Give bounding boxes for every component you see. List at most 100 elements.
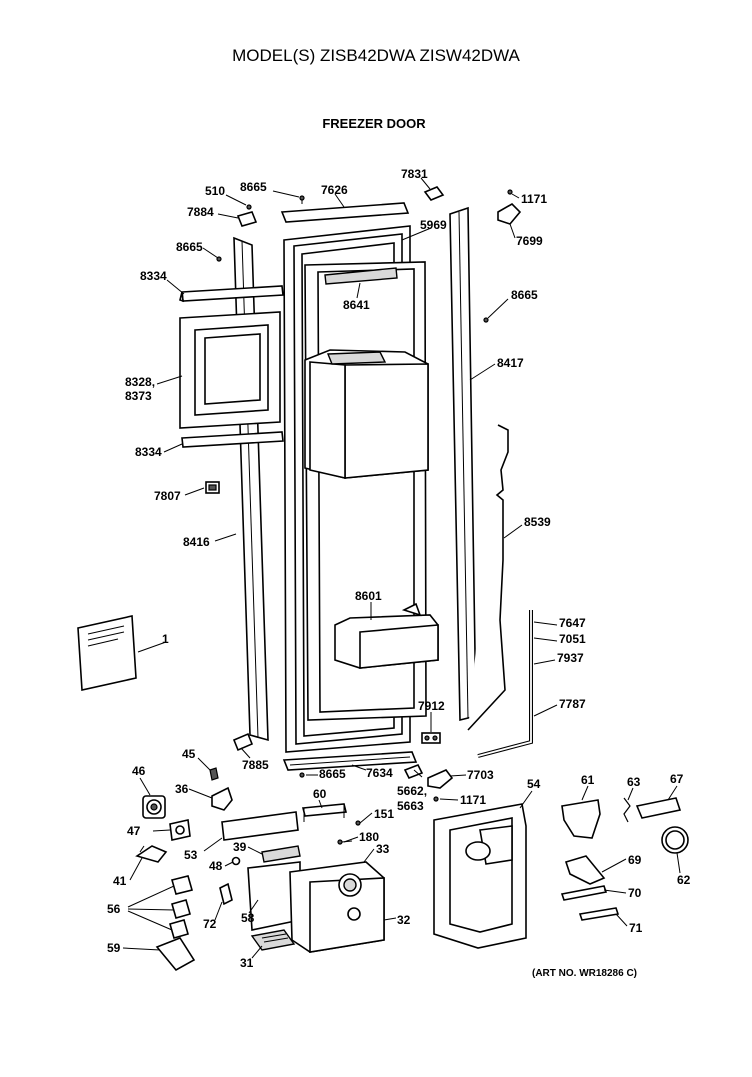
screw-180	[337, 839, 353, 845]
callout-7647: 7647	[559, 616, 586, 630]
section-title: FREEZER DOOR	[322, 116, 426, 131]
owner-manual-1	[77, 615, 137, 691]
callout-8601: 8601	[355, 589, 382, 603]
callout-7937: 7937	[557, 651, 584, 665]
callout-7051: 7051	[559, 632, 586, 646]
bottom-trim-7634	[282, 751, 418, 771]
screw-8665-bottom	[299, 772, 305, 778]
spring-41	[135, 845, 168, 863]
screw-8665-right	[483, 317, 489, 323]
bracket-7703	[427, 769, 454, 789]
callout-7626: 7626	[321, 183, 348, 197]
dispenser-housing	[304, 349, 429, 480]
callout-59: 59	[107, 941, 121, 955]
ice-bin-8601	[334, 602, 439, 669]
screw-1171-top	[507, 189, 513, 195]
callout-45: 45	[182, 747, 196, 761]
callout-8334-bottom: 8334	[135, 445, 162, 459]
callout-48: 48	[209, 859, 223, 873]
callout-56: 56	[107, 902, 121, 916]
callout-63: 63	[627, 775, 641, 789]
clip-36	[211, 786, 233, 811]
callout-5663: 5663	[397, 799, 424, 813]
chute-61	[561, 799, 601, 839]
callout-58: 58	[241, 911, 255, 925]
wire-harness-8539	[467, 424, 509, 731]
callout-8334-top: 8334	[140, 269, 167, 283]
art-number: (ART NO. WR18286 C)	[532, 968, 637, 979]
callout-71: 71	[629, 921, 643, 935]
callout-8417: 8417	[497, 356, 524, 370]
rail-8334-bottom	[181, 431, 284, 448]
callout-8665-left: 8665	[176, 240, 203, 254]
dispenser-assembly	[247, 861, 385, 953]
cover-54	[433, 803, 527, 949]
callout-7831: 7831	[401, 167, 428, 181]
callout-32: 32	[397, 913, 411, 927]
callout-7699: 7699	[516, 234, 543, 248]
callout-31: 31	[240, 956, 254, 970]
bracket-5662	[403, 763, 424, 780]
callout-33: 33	[376, 842, 390, 856]
callout-7703: 7703	[467, 768, 494, 782]
leader-lines	[122, 177, 681, 959]
screw-45	[209, 767, 219, 781]
drip-tray-31	[250, 929, 296, 951]
callout-1: 1	[162, 632, 169, 646]
spacer-7912	[421, 732, 441, 744]
bracket-60	[301, 803, 348, 822]
callout-8641: 8641	[343, 298, 370, 312]
callout-1171-bottom: 1171	[460, 793, 486, 807]
callout-47: 47	[127, 824, 141, 838]
callout-7787: 7787	[559, 697, 586, 711]
callout-41: 41	[113, 874, 127, 888]
callout-5662: 5662,	[397, 784, 427, 798]
hinge-7699	[497, 203, 522, 225]
bracket-67	[635, 797, 682, 819]
flapper-69	[564, 855, 606, 885]
screw-510	[246, 204, 252, 210]
callout-53: 53	[184, 848, 198, 862]
lens-48	[231, 856, 241, 866]
callout-7912: 7912	[418, 699, 445, 713]
callout-7807: 7807	[154, 489, 181, 503]
callout-8373: 8373	[125, 389, 152, 403]
clip-7831	[423, 186, 445, 201]
pad-7807	[205, 481, 220, 494]
cover-53	[221, 811, 299, 841]
callout-8328: 8328,	[125, 375, 155, 389]
actuator-47	[169, 819, 191, 841]
callout-69: 69	[628, 853, 642, 867]
callout-labels: 510 8665 7626 7831 1171 7884 5969 7699 8…	[107, 167, 691, 970]
callout-8539: 8539	[524, 515, 551, 529]
callout-61: 61	[581, 773, 595, 787]
callout-46: 46	[132, 764, 146, 778]
right-trim-8417	[449, 206, 477, 722]
switch-39	[261, 845, 301, 863]
lever-72	[219, 882, 233, 906]
knob-46	[142, 795, 166, 819]
rod-71	[578, 907, 620, 921]
keypad-56	[169, 875, 193, 939]
hinge-7885	[232, 732, 254, 752]
rail-8334-top	[179, 285, 284, 303]
screw-1171-bottom	[433, 796, 439, 802]
callout-67: 67	[670, 772, 684, 786]
callout-7885: 7885	[242, 758, 269, 772]
callout-8665-bottom: 8665	[319, 767, 346, 781]
bracket-7884	[236, 211, 258, 227]
spring-63	[623, 797, 631, 823]
callout-7634: 7634	[366, 766, 393, 780]
callout-36: 36	[175, 782, 189, 796]
callout-8665-right: 8665	[511, 288, 538, 302]
lever-59	[155, 937, 196, 972]
callout-5969: 5969	[420, 218, 447, 232]
arm-70	[560, 885, 608, 901]
callout-39: 39	[233, 840, 247, 854]
callout-180: 180	[359, 830, 379, 844]
ring-62	[661, 826, 689, 854]
water-tube-7787	[477, 610, 533, 758]
callout-62: 62	[677, 873, 691, 887]
callout-70: 70	[628, 886, 642, 900]
